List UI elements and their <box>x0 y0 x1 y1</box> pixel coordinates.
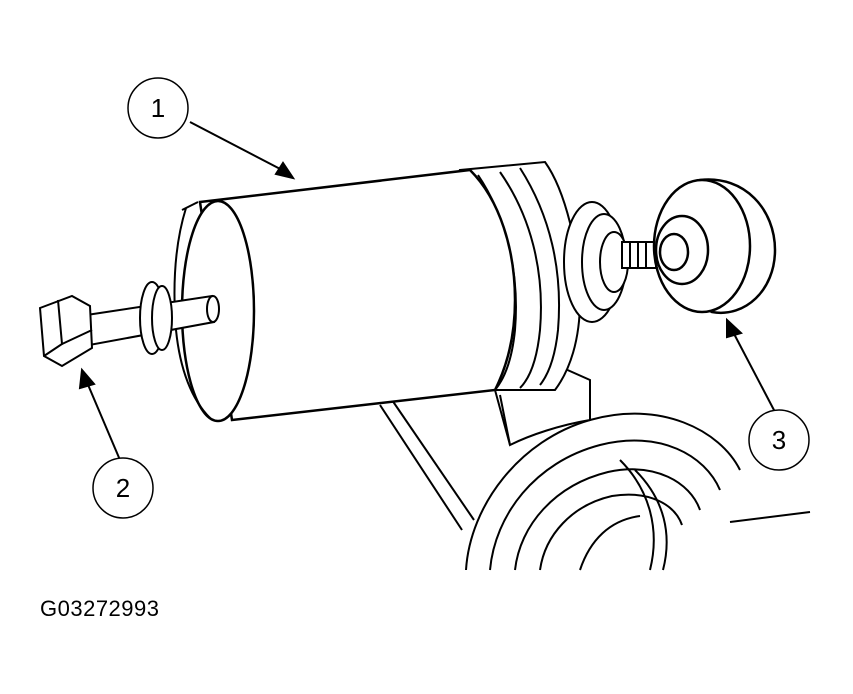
adapter-cup <box>652 178 777 315</box>
callout-leaders <box>78 121 776 461</box>
figure-id-label: G03272993 <box>40 596 160 621</box>
callout-1: 1 <box>127 77 189 139</box>
puller-body <box>173 168 517 423</box>
callout-2: 2 <box>92 457 154 519</box>
threaded-stud <box>621 241 657 269</box>
forcing-screw <box>38 281 220 368</box>
callout-3-number: 3 <box>772 425 786 455</box>
callout-2-number: 2 <box>116 473 130 503</box>
callout-1-number: 1 <box>151 93 165 123</box>
housing-pulley <box>379 399 811 571</box>
callout-3: 3 <box>748 409 810 471</box>
